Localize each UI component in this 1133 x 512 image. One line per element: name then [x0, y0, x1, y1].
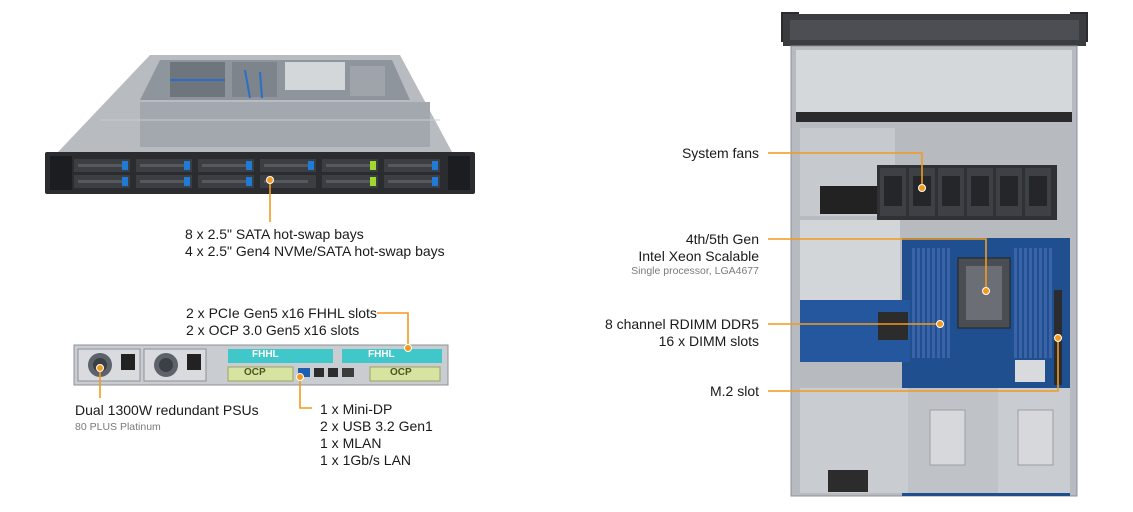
io-line-minidp: 1 x Mini-DP: [320, 401, 393, 417]
callout-line-io: [299, 378, 312, 409]
m2-label: M.2 slot: [709, 383, 759, 399]
drive-bay-latch: [370, 161, 376, 170]
drive-bay-vent: [264, 164, 308, 167]
pcie-slots-line: 2 x PCIe Gen5 x16 FHHL slots: [186, 305, 377, 321]
drive-bay-latch: [184, 161, 190, 170]
cpu-subtitle: Single processor, LGA4677: [631, 265, 759, 277]
fhhl-slot-left: [228, 349, 333, 363]
callout-dot-psu: [96, 364, 104, 372]
ocp-slot-left: [227, 366, 294, 382]
io-line-lan: 1 x 1Gb/s LAN: [320, 452, 412, 468]
front-bays-line-2: 4 x 2.5" Gen4 NVMe/SATA hot-swap bays: [185, 243, 445, 259]
fan-hub: [942, 176, 960, 206]
drive-bay-latch: [246, 177, 252, 186]
dimm-slot: [927, 248, 930, 358]
ocp-slots-line: 2 x OCP 3.0 Gen5 x16 slots: [186, 322, 360, 338]
dimm-slot: [1049, 248, 1052, 358]
callout-line-cpu: [768, 238, 987, 290]
drive-bay-latch: [308, 161, 314, 170]
front-server-image: [45, 55, 475, 194]
expansion-slots-label: 2 x PCIe Gen5 x16 FHHL slots 2 x OCP 3.0…: [186, 305, 377, 339]
drive-bay-latch: [122, 161, 128, 170]
drive-bay-vent: [78, 164, 122, 167]
dimm-slot: [932, 248, 935, 358]
drive-bay-vent: [326, 164, 370, 167]
callout-dot-cpu: [982, 287, 990, 295]
dimm-slot: [1014, 248, 1017, 358]
dimm-slot: [1044, 248, 1047, 358]
fans-label: System fans: [681, 145, 759, 161]
drive-bay-latch: [122, 177, 128, 186]
drive-bay-vent: [202, 164, 246, 167]
cpu-line-1: 4th/5th Gen: [685, 231, 759, 247]
dimm-slot: [912, 248, 915, 358]
drive-bay-vent: [326, 180, 370, 183]
drive-bay-vent: [140, 164, 184, 167]
callout-line-fans: [768, 152, 923, 186]
drive-bay-vent: [388, 180, 432, 183]
callout-dot-memory: [936, 320, 944, 328]
front-bays-line-1: 8 x 2.5" SATA hot-swap bays: [185, 226, 364, 242]
fan-hub: [1029, 176, 1047, 206]
callout-dot-io: [296, 373, 304, 381]
dimm-slot: [1024, 248, 1027, 358]
callout-line-m2: [768, 340, 1059, 392]
fan-hub: [1000, 176, 1018, 206]
drive-bay-latch: [184, 177, 190, 186]
dimm-slot: [917, 248, 920, 358]
ocp-label-left: OCP: [244, 367, 266, 378]
callout-dot-m2: [1054, 334, 1062, 342]
memory-label: 8 channel RDIMM DDR5 16 x DIMM slots: [605, 316, 759, 350]
psu-label: Dual 1300W redundant PSUs 80 PLUS Platin…: [75, 402, 259, 434]
callout-dot-bays: [266, 176, 274, 184]
dimm-slot: [1029, 248, 1032, 358]
front-bays-label: 8 x 2.5" SATA hot-swap bays 4 x 2.5" Gen…: [185, 226, 445, 260]
fhhl-label-right: FHHL: [368, 349, 395, 360]
callout-line-slots: [377, 312, 409, 347]
dimm-slot: [1034, 248, 1037, 358]
drive-bay-vent: [78, 180, 122, 183]
psu-subtitle: 80 PLUS Platinum: [75, 421, 161, 433]
drive-bay-vent: [140, 180, 184, 183]
memory-line-1: 8 channel RDIMM DDR5: [604, 316, 759, 332]
io-line-mlan: 1 x MLAN: [320, 435, 382, 451]
drive-bay-vent: [202, 180, 246, 183]
drive-bay-latch: [432, 161, 438, 170]
dimm-slot: [947, 248, 950, 358]
dimm-slots: [912, 248, 1052, 358]
cpu-line-2: Intel Xeon Scalable: [638, 248, 759, 264]
fhhl-slot-right: [342, 349, 442, 363]
drive-bays: [74, 159, 440, 188]
drive-bay-vent: [388, 164, 432, 167]
drive-bay-vent: [264, 180, 308, 183]
fan-hub: [971, 176, 989, 206]
io-ports-label: 1 x Mini-DP 2 x USB 3.2 Gen1 1 x MLAN 1 …: [320, 401, 433, 469]
drive-bay-latch: [246, 161, 252, 170]
callout-dot-slots: [404, 344, 412, 352]
system-fans: [880, 168, 1051, 216]
drive-bay-latch: [432, 177, 438, 186]
dimm-slot: [1019, 248, 1022, 358]
fhhl-label-left: FHHL: [252, 349, 279, 360]
memory-line-2: 16 x DIMM slots: [658, 333, 759, 349]
fan-hub: [884, 176, 902, 206]
psu-title: Dual 1300W redundant PSUs: [75, 402, 259, 418]
callout-dot-fans: [918, 184, 926, 192]
ocp-slot-right: [369, 366, 441, 382]
dimm-slot: [1039, 248, 1042, 358]
ocp-label-right: OCP: [390, 367, 412, 378]
dimm-slot: [937, 248, 940, 358]
drive-bay-latch: [370, 177, 376, 186]
dimm-slot: [922, 248, 925, 358]
io-line-usb: 2 x USB 3.2 Gen1: [320, 418, 433, 434]
dimm-slot: [942, 248, 945, 358]
cpu-label: 4th/5th Gen Intel Xeon Scalable Single p…: [631, 231, 759, 278]
